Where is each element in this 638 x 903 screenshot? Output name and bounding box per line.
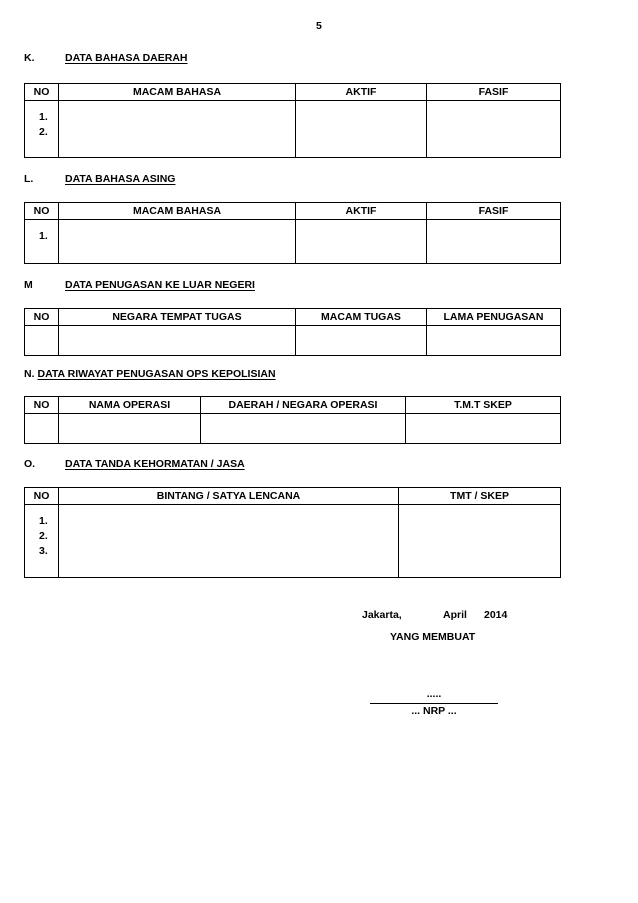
table-row: 1. 2. 3. [24, 504, 561, 578]
section-k: K. DATA BAHASA DAERAH [24, 52, 614, 66]
col-header-fasif: FASIF [426, 202, 561, 220]
signature-made-by-label: YANG MEMBUAT [390, 631, 476, 643]
table-row: 1. [24, 219, 561, 264]
section-n: N.DATA RIWAYAT PENUGASAN OPS KEPOLISIAN [24, 368, 614, 382]
section-o-heading: O. DATA TANDA KEHORMATAN / JASA [24, 458, 614, 472]
col-header-no: NO [24, 396, 59, 414]
section-n-heading: N.DATA RIWAYAT PENUGASAN OPS KEPOLISIAN [24, 368, 614, 382]
cell-aktif[interactable] [295, 219, 427, 264]
signature-name-placeholder: ..... [426, 688, 442, 700]
cell-aktif[interactable] [295, 100, 427, 158]
signature-year: 2014 [484, 609, 508, 621]
cell-fasif[interactable] [426, 219, 561, 264]
cell-tmt-skep[interactable] [405, 413, 561, 444]
table-header-row: NO NAMA OPERASI DAERAH / NEGARA OPERASI … [24, 396, 561, 414]
table-bahasa-daerah: NO MACAM BAHASA AKTIF FASIF 1. 2. [24, 83, 561, 158]
section-o: O. DATA TANDA KEHORMATAN / JASA [24, 458, 614, 472]
row-number: 1. [39, 230, 48, 242]
cell-lama-penugasan[interactable] [426, 325, 561, 356]
col-header-macam-bahasa: MACAM BAHASA [58, 202, 296, 220]
section-n-title: DATA RIWAYAT PENUGASAN OPS KEPOLISIAN [37, 368, 276, 380]
col-header-daerah-negara-operasi: DAERAH / NEGARA OPERASI [200, 396, 406, 414]
section-m: M DATA PENUGASAN KE LUAR NEGERI [24, 279, 614, 293]
cell-macam-bahasa[interactable] [58, 100, 296, 158]
row-number: 1. [39, 111, 48, 123]
col-header-lama-penugasan: LAMA PENUGASAN [426, 308, 561, 326]
cell-macam-tugas[interactable] [295, 325, 427, 356]
signature-place-date: Jakarta, April 2014 [362, 609, 512, 623]
section-o-title: DATA TANDA KEHORMATAN / JASA [65, 458, 245, 470]
table-row: 1. 2. [24, 100, 561, 158]
cell-daerah-negara-operasi[interactable] [200, 413, 406, 444]
section-k-heading: K. DATA BAHASA DAERAH [24, 52, 614, 66]
signature-nrp: ... NRP ... [411, 705, 457, 717]
cell-macam-bahasa[interactable] [58, 219, 296, 264]
section-k-letter: K. [24, 52, 35, 64]
col-header-no: NO [24, 308, 59, 326]
table-row [24, 413, 561, 444]
table-row [24, 325, 561, 356]
section-m-heading: M DATA PENUGASAN KE LUAR NEGERI [24, 279, 614, 293]
signature-month: April [443, 609, 467, 621]
cell-no: 1. 2. [24, 100, 59, 158]
cell-nama-operasi[interactable] [58, 413, 201, 444]
col-header-aktif: AKTIF [295, 202, 427, 220]
section-l-title: DATA BAHASA ASING [65, 173, 176, 185]
page-number: 5 [315, 20, 323, 32]
section-l-heading: L. DATA BAHASA ASING [24, 173, 614, 187]
table-penugasan-luar-negeri: NO NEGARA TEMPAT TUGAS MACAM TUGAS LAMA … [24, 308, 561, 356]
section-o-letter: O. [24, 458, 36, 470]
table-riwayat-penugasan-ops: NO NAMA OPERASI DAERAH / NEGARA OPERASI … [24, 396, 561, 444]
col-header-bintang-satya-lencana: BINTANG / SATYA LENCANA [58, 487, 399, 505]
row-number-list: 1. 2. [25, 101, 58, 140]
col-header-macam-tugas: MACAM TUGAS [295, 308, 427, 326]
row-number-list: 1. [25, 220, 58, 244]
cell-fasif[interactable] [426, 100, 561, 158]
col-header-fasif: FASIF [426, 83, 561, 101]
row-number: 2. [39, 126, 48, 138]
col-header-nama-operasi: NAMA OPERASI [58, 396, 201, 414]
row-number: 1. [39, 515, 48, 527]
col-header-negara-tempat-tugas: NEGARA TEMPAT TUGAS [58, 308, 296, 326]
cell-no[interactable] [24, 325, 59, 356]
section-n-letter: N. [24, 368, 35, 380]
cell-no[interactable] [24, 413, 59, 444]
section-m-letter: M [24, 279, 33, 291]
table-tanda-kehormatan: NO BINTANG / SATYA LENCANA TMT / SKEP 1.… [24, 487, 561, 578]
row-number-list: 1. 2. 3. [25, 505, 58, 559]
table-header-row: NO MACAM BAHASA AKTIF FASIF [24, 83, 561, 101]
col-header-no: NO [24, 202, 59, 220]
section-m-title: DATA PENUGASAN KE LUAR NEGERI [65, 279, 255, 291]
cell-bintang-satya-lencana[interactable] [58, 504, 399, 578]
table-header-row: NO BINTANG / SATYA LENCANA TMT / SKEP [24, 487, 561, 505]
col-header-no: NO [24, 83, 59, 101]
section-l: L. DATA BAHASA ASING [24, 173, 614, 187]
signature-rule [370, 703, 498, 704]
table-header-row: NO MACAM BAHASA AKTIF FASIF [24, 202, 561, 220]
row-number: 3. [39, 545, 48, 557]
col-header-no: NO [24, 487, 59, 505]
col-header-macam-bahasa: MACAM BAHASA [58, 83, 296, 101]
cell-no: 1. [24, 219, 59, 264]
col-header-aktif: AKTIF [295, 83, 427, 101]
signature-block: Jakarta, April 2014 YANG MEMBUAT ..... .… [362, 609, 512, 729]
table-header-row: NO NEGARA TEMPAT TUGAS MACAM TUGAS LAMA … [24, 308, 561, 326]
col-header-tmt-skep: T.M.T SKEP [405, 396, 561, 414]
row-number: 2. [39, 530, 48, 542]
col-header-tmt-skep: TMT / SKEP [398, 487, 561, 505]
cell-no: 1. 2. 3. [24, 504, 59, 578]
section-l-letter: L. [24, 173, 34, 185]
section-k-title: DATA BAHASA DAERAH [65, 52, 188, 64]
cell-negara-tempat-tugas[interactable] [58, 325, 296, 356]
table-bahasa-asing: NO MACAM BAHASA AKTIF FASIF 1. [24, 202, 561, 264]
signature-city: Jakarta, [362, 609, 402, 621]
cell-tmt-skep[interactable] [398, 504, 561, 578]
